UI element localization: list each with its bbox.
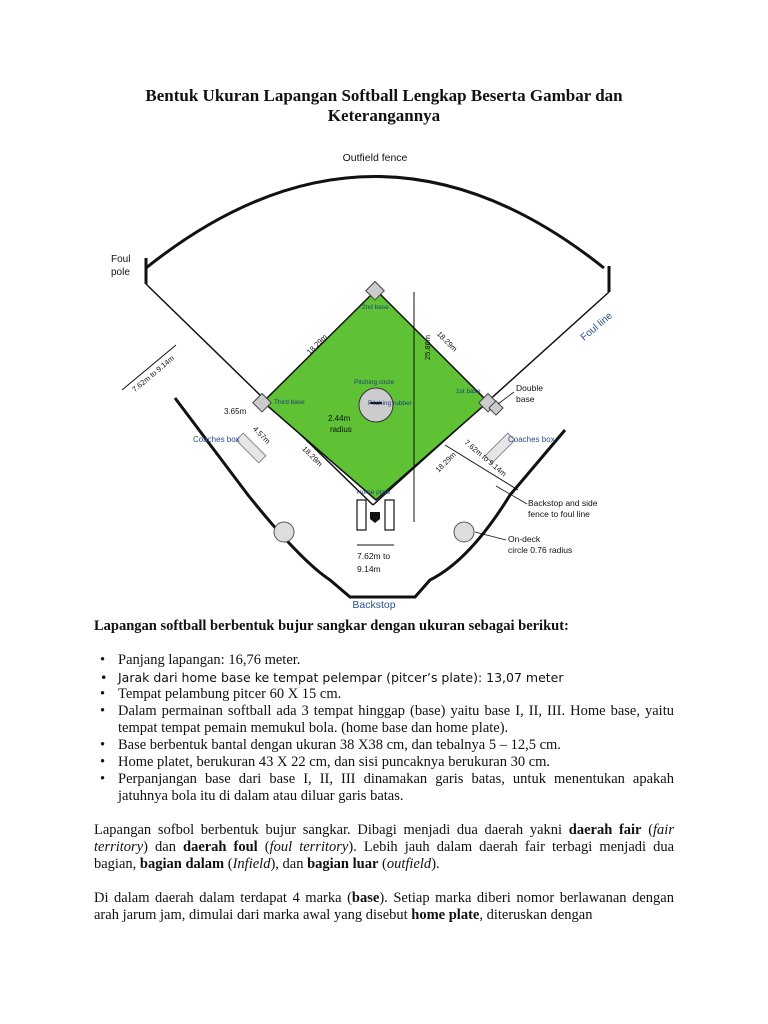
list-item: Base berbentuk bantal dengan ukuran 38 X… xyxy=(94,737,674,754)
foul-pole-label-2: pole xyxy=(111,267,130,278)
right-foul-dimension-line xyxy=(444,444,519,491)
spec-list: Panjang lapangan: 16,76 meter. Jarak dar… xyxy=(94,652,674,805)
radius-word-label: radius xyxy=(330,425,352,434)
behind-home-label-2: 9.14m xyxy=(357,564,381,574)
softball-field-diagram: Outfield fence Foul pole Foul line 2nd b… xyxy=(111,152,615,611)
home-plate xyxy=(370,512,380,523)
pitching-circle-label: Pitching circle xyxy=(354,379,394,386)
second-base-label: 2nd base xyxy=(362,304,389,311)
coach-width-label: 3.65m xyxy=(224,407,247,416)
batters-box-right xyxy=(384,499,395,531)
left-foul-dimension-line xyxy=(121,344,177,391)
list-item: Tempat pelambung pitcer 60 X 15 cm. xyxy=(94,686,674,703)
double-base-label-2: base xyxy=(516,394,535,404)
diagonal-label: 25.86m xyxy=(423,335,432,360)
on-deck-label-2: circle 0.76 radius xyxy=(508,545,572,555)
backstop-note-leader xyxy=(495,485,528,505)
right-coaches-box-label: Coaches box xyxy=(508,435,555,444)
third-base xyxy=(252,392,272,413)
right-coaches-box-shape xyxy=(484,432,516,464)
base-distance-upper-right: 18.29m xyxy=(435,329,459,353)
on-deck-circle-left xyxy=(273,521,295,543)
batters-box-left xyxy=(356,499,367,531)
on-deck-label-1: On-deck xyxy=(508,534,541,544)
behind-home-label-1: 7.62m to xyxy=(357,551,390,561)
on-deck-leader xyxy=(474,531,507,541)
list-item: Dalam permainan softball ada 3 tempat hi… xyxy=(94,703,674,737)
third-base-label: Third base xyxy=(274,399,305,406)
outfield-fence-label: Outfield fence xyxy=(343,152,408,164)
double-base-leader xyxy=(497,391,515,405)
backstop-note-label-2: fence to foul line xyxy=(528,509,590,519)
list-item: Panjang lapangan: 16,76 meter. xyxy=(94,652,674,669)
double-base-label-1: Double xyxy=(516,383,543,393)
radius-value-label: 2.44m xyxy=(328,414,351,423)
left-foul-distance-label: 7.62m to 9.14m xyxy=(130,354,176,394)
on-deck-circle-right xyxy=(453,521,475,543)
paragraph-territory: Lapangan sofbol berbentuk bujur sangkar.… xyxy=(94,822,675,872)
list-item: Home platet, berukuran 43 X 22 cm, dan s… xyxy=(94,754,674,771)
left-coaches-box-shape xyxy=(235,432,267,464)
article-body: Lapangan softball berbentuk bujur sangka… xyxy=(94,618,674,924)
page-title: Bentuk Ukuran Lapangan Softball Lengkap … xyxy=(145,86,623,125)
base-distance-lower-right: 18.29m xyxy=(434,450,458,474)
first-base-label: 1st base xyxy=(456,388,481,395)
backstop-label: Backstop xyxy=(352,599,395,611)
outfield-fence xyxy=(145,175,605,270)
double-base xyxy=(488,400,504,416)
pitching-circle xyxy=(358,387,394,423)
pitching-rubber-label: Pitching rubber xyxy=(368,400,413,407)
list-item: Jarak dari home base ke tempat pelempar … xyxy=(94,669,674,686)
home-plate-label: Home plate xyxy=(357,489,391,496)
foul-line-left xyxy=(145,283,374,506)
second-base xyxy=(365,280,385,301)
foul-pole-label-1: Foul xyxy=(111,254,130,265)
list-item: Perpanjangan base dari base I, II, III d… xyxy=(94,771,674,805)
paragraph-bases: Di dalam daerah dalam terdapat 4 marka (… xyxy=(94,890,674,923)
backstop-note-label-1: Backstop and side xyxy=(528,498,598,508)
intro-text: Lapangan softball berbentuk bujur sangka… xyxy=(94,618,569,634)
left-coaches-box-label: Coaches box xyxy=(193,435,240,444)
coach-length-label: 4.57m xyxy=(251,424,272,445)
